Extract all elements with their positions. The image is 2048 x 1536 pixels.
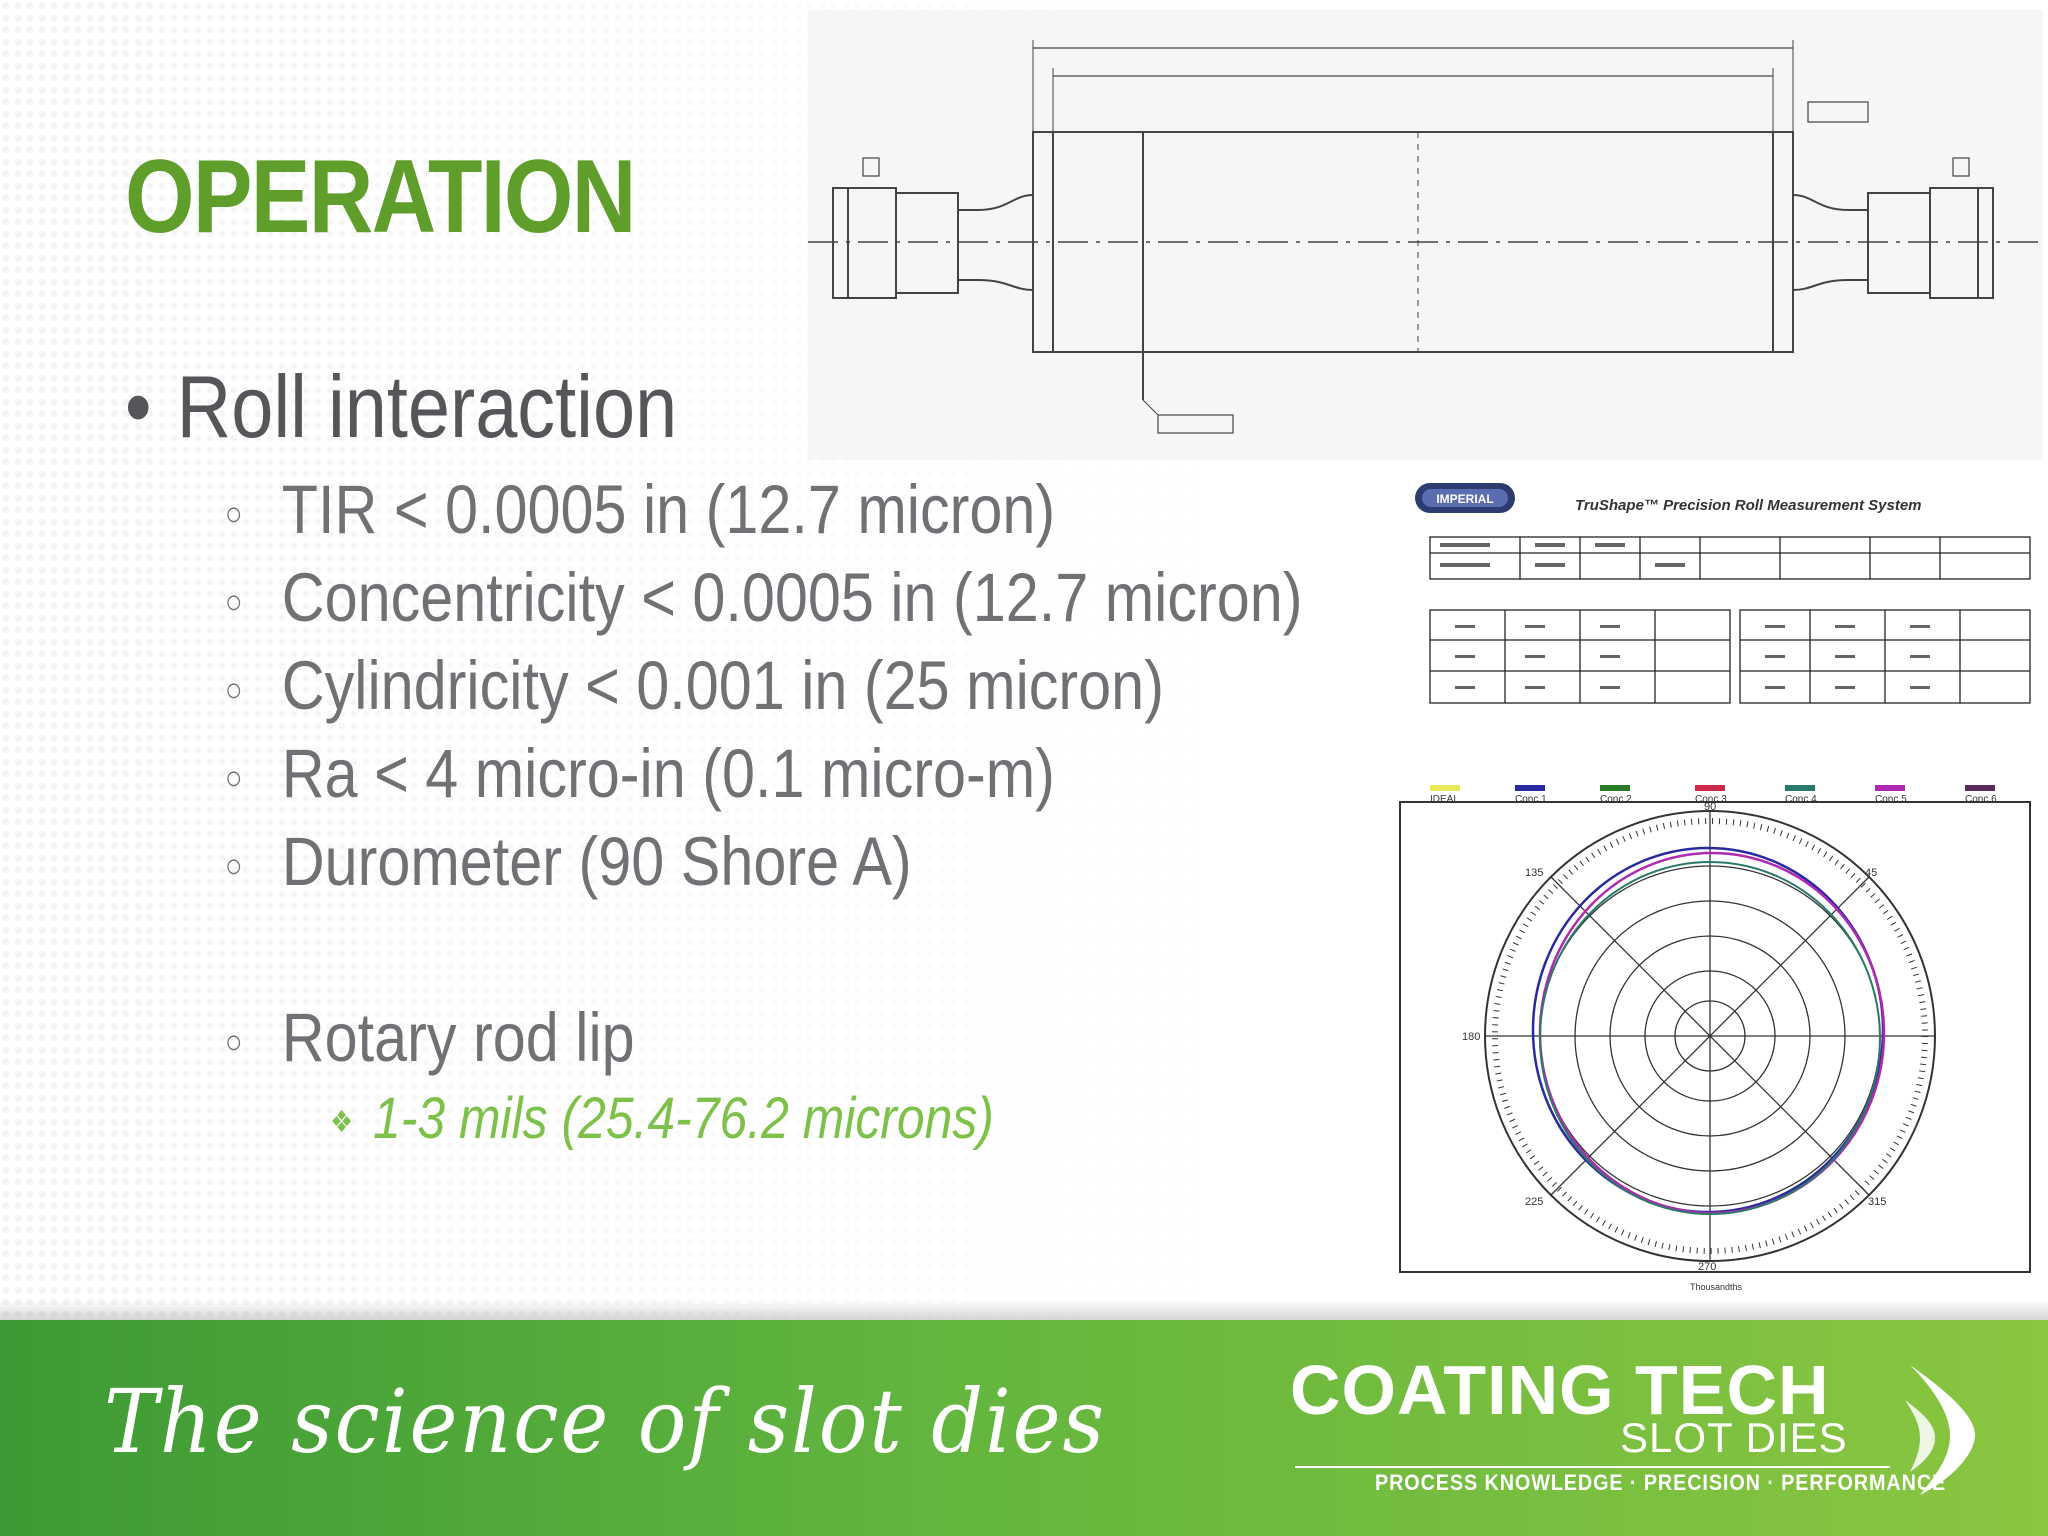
spec-text: Rotary rod lip	[281, 999, 635, 1076]
logo-main-text: COATING TECH	[1290, 1351, 1830, 1429]
axis-label: 135	[1525, 867, 1543, 879]
legend-label: Conc 6	[1965, 794, 1997, 805]
bullet-text: Roll interaction	[176, 357, 678, 456]
legend-label: Conc 5	[1875, 794, 1907, 805]
logo-tagline: PROCESS KNOWLEDGE · PRECISION · PERFORMA…	[1375, 1470, 1947, 1495]
axis-label: 270	[1698, 1261, 1716, 1273]
spec-item: ○ TIR < 0.0005 in (12.7 micron)	[225, 470, 1055, 549]
legend-label: IDEAL	[1430, 794, 1459, 805]
legend-label: Conc 2	[1600, 794, 1632, 805]
legend-swatch	[1695, 785, 1725, 791]
sub-bullet-marker: ○	[225, 583, 243, 622]
axis-label: 180	[1462, 1031, 1480, 1043]
legend-label: Conc 3	[1695, 794, 1727, 805]
spec-item: ○ Cylindricity < 0.001 in (25 micron)	[225, 646, 1164, 725]
spec-text: Ra < 4 micro-in (0.1 micro-m)	[281, 735, 1055, 812]
spec-item: ○ Ra < 4 micro-in (0.1 micro-m)	[225, 734, 1055, 813]
spec-item: ○ Durometer (90 Shore A)	[225, 822, 912, 901]
bullet-marker: •	[125, 357, 152, 456]
polar-roundness-chart: IDEAL Conc 1 Conc 2 Conc 3 Conc 4 Conc 5…	[1399, 785, 2031, 1292]
table-logo: IMPERIAL	[1436, 492, 1493, 506]
roll-engineering-drawing	[808, 10, 2043, 460]
spec-text: Concentricity < 0.0005 in (12.7 micron)	[281, 559, 1303, 636]
lip-detail-text: 1-3 mils (25.4-76.2 microns)	[373, 1086, 994, 1151]
slide-title: OPERATION	[125, 139, 636, 255]
spec-text: TIR < 0.0005 in (12.7 micron)	[281, 471, 1056, 548]
unit-label: Thousandths	[1690, 1282, 1743, 1292]
sub-bullet-marker: ○	[225, 759, 243, 798]
spec-text: Durometer (90 Shore A)	[281, 823, 912, 900]
chevron-logo-icon	[1905, 1365, 1975, 1495]
spec-item-rotary-lip: ○ Rotary rod lip	[225, 998, 635, 1077]
legend-swatch	[1875, 785, 1905, 791]
logo-divider	[1295, 1466, 1890, 1468]
sub-bullet-marker: ○	[225, 847, 243, 886]
axis-label: 90	[1704, 801, 1716, 813]
sub-bullet-marker: ○	[225, 495, 243, 534]
sub-bullet-marker: ○	[225, 671, 243, 710]
diamond-bullet-icon: ❖	[330, 1106, 354, 1140]
legend-swatch	[1430, 785, 1460, 791]
spec-text: Cylindricity < 0.001 in (25 micron)	[281, 647, 1164, 724]
footer-tagline: The science of slot dies	[104, 1370, 1106, 1473]
bullet-roll-interaction: •Roll interaction	[125, 356, 677, 458]
sub-bullet-marker: ○	[225, 1023, 243, 1062]
measurement-table-figure: IMPERIAL TruShape™ Precision Roll Measur…	[1415, 483, 2031, 704]
legend-label: Conc 1	[1515, 794, 1547, 805]
table-header: TruShape™ Precision Roll Measurement Sys…	[1575, 497, 1922, 514]
legend-label: Conc 4	[1785, 794, 1817, 805]
lip-detail: ❖ 1-3 mils (25.4-76.2 microns)	[330, 1085, 994, 1152]
logo-sub-text: SLOT DIES	[1620, 1414, 1848, 1461]
legend-swatch	[1965, 785, 1995, 791]
legend-swatch	[1785, 785, 1815, 791]
footer-band	[0, 1320, 2048, 1536]
legend: IDEAL Conc 1 Conc 2 Conc 3 Conc 4 Conc 5…	[1430, 785, 1997, 805]
axis-label: 315	[1868, 1196, 1886, 1208]
axis-label: 45	[1865, 867, 1877, 879]
axis-label: 225	[1525, 1196, 1543, 1208]
footer-shadow	[0, 1300, 2048, 1322]
legend-swatch	[1600, 785, 1630, 791]
spec-item: ○ Concentricity < 0.0005 in (12.7 micron)	[225, 558, 1303, 637]
legend-swatch	[1515, 785, 1545, 791]
